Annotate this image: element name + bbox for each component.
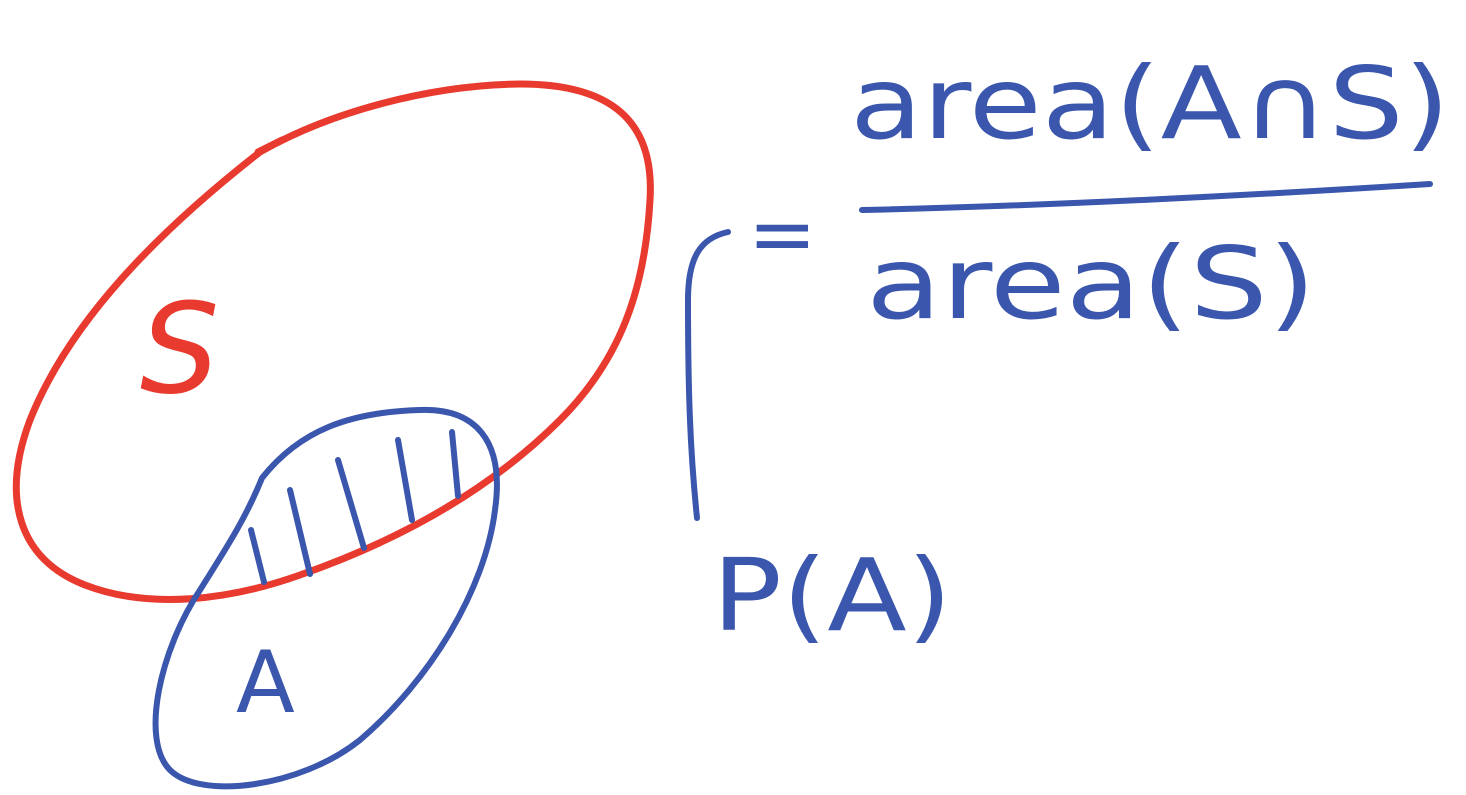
set-a-outline — [152, 406, 500, 790]
bracket-line — [684, 229, 731, 521]
fraction-numerator: area(A∩S) — [850, 45, 1450, 162]
hatch-line — [335, 457, 367, 551]
equals-sign: = — [748, 187, 817, 282]
intersection-hatching — [248, 429, 461, 585]
fraction-denominator: area(S) — [866, 225, 1316, 342]
hatch-line — [287, 487, 313, 577]
hatch-line — [395, 437, 415, 523]
set-s-outline — [12, 80, 654, 603]
fraction-bar — [859, 181, 1433, 213]
hatch-line — [248, 527, 267, 585]
set-s-tick — [254, 136, 286, 156]
probability-label: P(A) — [712, 537, 952, 654]
hatch-line — [449, 429, 461, 499]
set-s-label: S — [140, 277, 219, 422]
set-a-label: A — [236, 633, 295, 733]
